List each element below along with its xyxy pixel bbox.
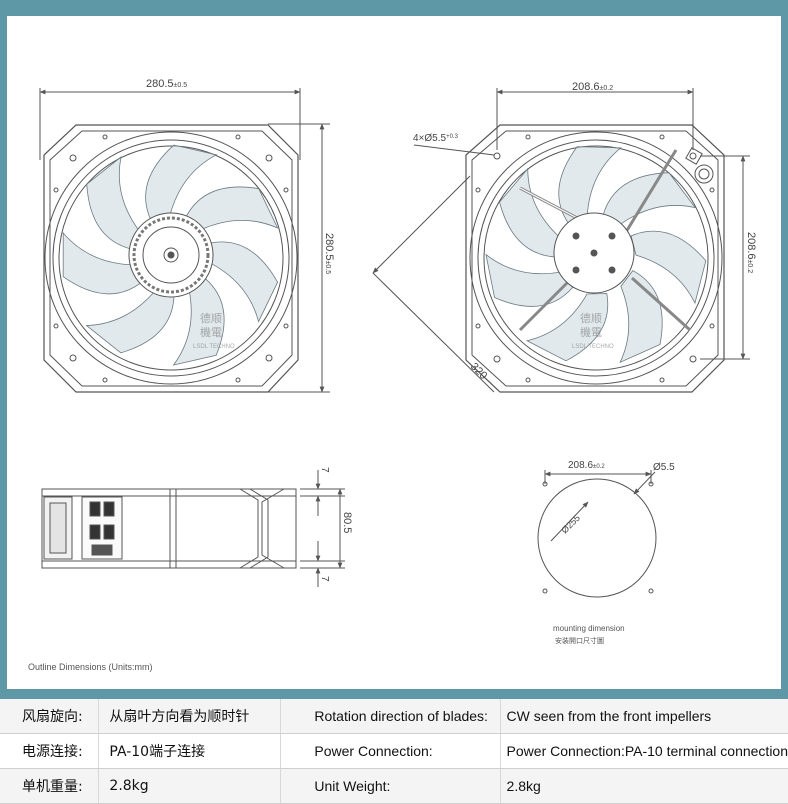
fan-blade — [85, 291, 175, 354]
hole-spec-label: 4×Ø5.5+0.3 — [413, 133, 459, 144]
svg-text:德顺: 德顺 — [200, 311, 222, 325]
spec-value-cn: 2.8kg — [98, 768, 281, 804]
fan-blade — [208, 241, 279, 323]
fan-blade — [619, 270, 663, 364]
svg-text:機電: 機電 — [580, 325, 602, 339]
mounting-view — [537, 470, 657, 598]
fan-blade — [525, 293, 609, 362]
side-view — [41, 470, 345, 587]
rear-hole-v-label: 208.6±0.2 — [745, 232, 757, 273]
mounting-caption-en: mounting dimension — [553, 624, 625, 633]
mounting-caption-cn: 安装開口尺寸圖 — [555, 636, 604, 645]
svg-text:LSDL TECHNO: LSDL TECHNO — [193, 344, 235, 350]
fan-blade — [86, 156, 140, 250]
svg-text:德顺: 德顺 — [580, 311, 602, 325]
fan-blade — [145, 144, 218, 221]
spec-label-en: Power Connection: — [280, 733, 501, 769]
spec-value-cn: 从扇叶方向看为顺时针 — [98, 699, 281, 734]
fan-blade — [602, 172, 697, 225]
front-view — [39, 88, 330, 393]
side-flange-top-label: 7 — [319, 467, 330, 473]
spec-label-cn: 电源连接: — [0, 733, 99, 769]
rear-view — [372, 88, 750, 393]
watermark-rear: 德顺 機電 LSDL TECHNO — [572, 311, 614, 350]
fan-blade — [62, 231, 143, 295]
spec-value-en: 2.8kg — [499, 768, 788, 804]
drawing-frame — [0, 0, 788, 699]
front-width-label: 280.5±0.5 — [146, 78, 187, 90]
svg-text:機電: 機電 — [200, 325, 222, 339]
spec-value-en: Power Connection:PA-10 terminal connecti… — [499, 733, 788, 769]
mount-hole-label: Ø5.5 — [653, 462, 675, 473]
mount-circle-label: Ø255 — [559, 513, 582, 536]
fan-blade — [485, 253, 574, 307]
mount-spacing-label: 208.6±0.2 — [568, 460, 605, 471]
fan-blade — [499, 167, 561, 258]
side-depth-label: 80.5 — [341, 512, 353, 533]
watermark-front: 德顺 機電 LSDL TECHNO — [193, 311, 235, 350]
spec-label-en: Unit Weight: — [280, 768, 501, 804]
side-flange-bottom-label: 7 — [319, 576, 330, 582]
spec-label-cn: 单机重量: — [0, 768, 99, 804]
front-height-label: 280.5±0.5 — [323, 233, 335, 274]
technical-drawing: 280.5±0.5 280.5±0.5 德顺 機電 LSDL TECHNO — [28, 78, 757, 672]
fan-blade — [185, 186, 279, 230]
spec-label-en: Rotation direction of blades: — [280, 699, 501, 734]
outline-caption: Outline Dimensions (Units:mm) — [28, 662, 153, 672]
rear-hole-h-label: 208.6±0.2 — [572, 81, 613, 93]
spec-label-cn: 风扇旋向: — [0, 699, 99, 734]
spec-value-en: CW seen from the front impellers — [499, 699, 788, 734]
fan-blade — [172, 276, 225, 366]
fan-blade — [558, 146, 622, 226]
spec-value-cn: PA-10端子连接 — [98, 733, 281, 769]
svg-text:LSDL TECHNO: LSDL TECHNO — [572, 344, 614, 350]
fan-blade — [630, 230, 707, 305]
